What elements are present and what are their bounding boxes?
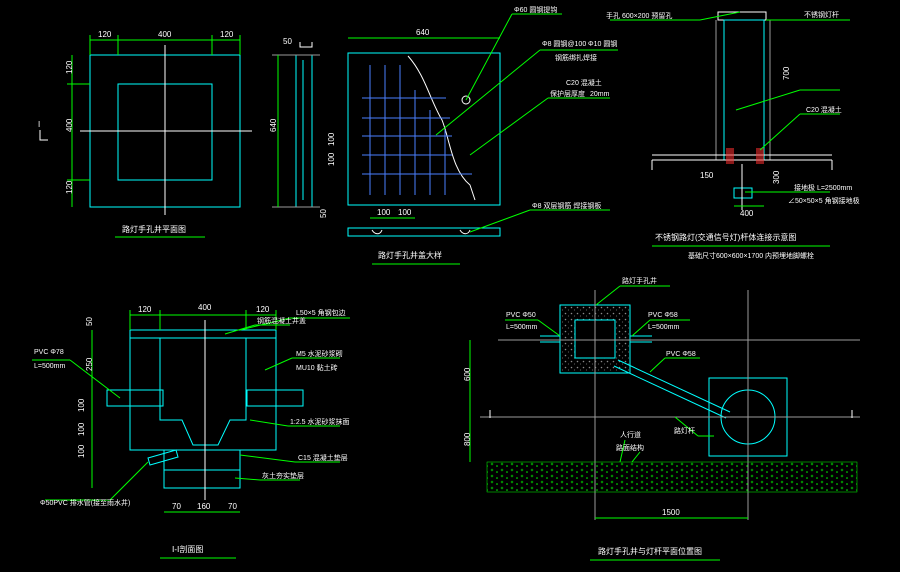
pole-label-0: 手孔 600×200 预留孔 [606,11,672,20]
layout-title: 路灯手孔井与灯杆平面位置图 [598,546,702,556]
layout-dim-left-1: 800 [463,432,472,446]
section-title: Ⅰ-Ⅰ剖面图 [172,544,203,554]
plan-dim-top-0: 120 [98,30,112,39]
sec-label-6: 灰土夯实垫层 [262,471,304,480]
rebar-note-2: Φ10 圆钢 [588,39,617,48]
layout-right-label-0: PVC Φ58 [648,312,678,319]
pole-label-1: 不锈钢灯杆 [804,10,839,19]
layout-top-label: 路灯手孔井 [622,276,657,285]
cover-side-elevation: 50 640 50 [269,37,328,218]
layout-lamp-label: 路灯杆 [674,426,695,435]
rebar-dim-top: 640 [416,28,430,37]
layout-right-label-1: L=500mm [648,324,679,331]
sec-label-5: C15 混凝土垫层 [298,453,348,462]
plan-dim-left-2: 120 [65,180,74,194]
elev-dim-height: 640 [269,118,278,132]
sec-label-9: Φ50PVC 排水管(接至雨水井) [40,498,130,507]
layout-left-label-1: L=500mm [506,324,537,331]
plan-view: 120 400 120 120 400 120 I 路灯手孔井平面图 [38,30,252,238]
sec-label-7: PVC Φ78 [34,349,64,356]
rebar-note-7: Φ8 双层钢筋 焊接钢板 [532,201,601,210]
sec-label-3: MU10 黏土砖 [296,363,338,372]
pole-dim-3: 300 [772,170,781,184]
plan-dim-top-2: 120 [220,30,234,39]
sec-dim-left-4: 100 [77,444,86,458]
break-line [407,55,476,201]
sec-dim-top-2: 120 [256,305,270,314]
layout-pipe-label: PVC Φ58 [666,351,696,358]
rebar-dim-left-0: 100 [327,132,336,146]
plan-dim-left-1: 400 [65,118,74,132]
rebar-note-4: C20 混凝土 [566,78,602,87]
layout-dim-left-0: 600 [463,367,472,381]
rebar-dim-bottom-0: 100 [377,208,391,217]
layout-bottom-label-0: 人行道 [620,430,641,439]
plan-dim-top-1: 400 [158,30,172,39]
rebar-note-5: 保护层厚度 [550,89,585,98]
sec-label-8: L=500mm [34,363,65,370]
pole-label-3: 接地极 L=2500mm [794,183,852,192]
pole-note: 基础尺寸600×600×1700 内预埋地脚螺栓 [688,251,814,260]
sec-label-0: L50×5 角钢包边 [296,308,346,317]
rebar-note-1: Φ8 圆钢@100 [542,39,586,48]
pole-label-2: C20 混凝土 [806,105,842,114]
pole-title: 不锈钢路灯(交通信号灯)杆体连接示意图 [655,232,796,242]
rebar-dim-left-1: 100 [327,152,336,166]
sec-dim-left-2: 100 [77,398,86,412]
sec-dim-left-0: 50 [85,317,94,326]
layout-dim-bottom: 1500 [662,508,680,517]
sec-label-1: 钢筋混凝土井盖 [257,316,306,325]
sec-dim-left-3: 100 [77,422,86,436]
rebar-note-6: 20mm [590,91,610,98]
pole-label-4: ∠50×50×5 角钢接地极 [788,196,860,205]
sec-dim-bottom-2: 70 [228,502,237,511]
ground-strip [486,461,858,493]
sec-dim-bottom-0: 70 [172,502,181,511]
sec-dim-top-0: 120 [138,305,152,314]
rebar-note-0: Φ60 圆钢提钩 [514,5,557,14]
pole-dim-2: 400 [740,209,754,218]
plan-title: 路灯手孔井平面图 [122,224,186,234]
elev-dim-top: 50 [283,37,292,46]
elev-dim-bottom: 50 [319,209,328,218]
cover-rebar-detail: 640 100 100 100 100 Φ60 圆钢提钩 Φ8 圆钢@100 Φ… [327,5,618,265]
section-marker: I [38,120,40,129]
rebar-title: 路灯手孔井盖大样 [378,250,442,260]
sec-label-2: M5 水泥砂浆砌 [296,349,343,358]
pole-detail: 手孔 600×200 预留孔 不锈钢灯杆 C20 混凝土 接地极 L=2500m… [606,10,860,260]
sec-dim-left-1: 250 [85,357,94,371]
layout-plan: 600 800 1500 路灯手孔井 PVC Φ50 L=500mm PVC Φ… [463,276,860,561]
pole-dim-1: 150 [700,171,714,180]
pole-dim-0: 700 [782,66,791,80]
section-view: 120 400 120 50 250 100 100 100 70 160 70… [32,303,350,559]
layout-left-label-0: PVC Φ50 [506,312,536,319]
rebar-dim-bottom-1: 100 [398,208,412,217]
sec-label-4: 1:2.5 水泥砂浆抹面 [290,417,350,426]
rebar-note-3: 钢筋绑扎焊接 [555,53,597,62]
sec-dim-bottom-1: 160 [197,502,211,511]
layout-bottom-label-1: 路面结构 [616,443,644,452]
plan-dim-left-0: 120 [65,60,74,74]
sec-dim-top-1: 400 [198,303,212,312]
